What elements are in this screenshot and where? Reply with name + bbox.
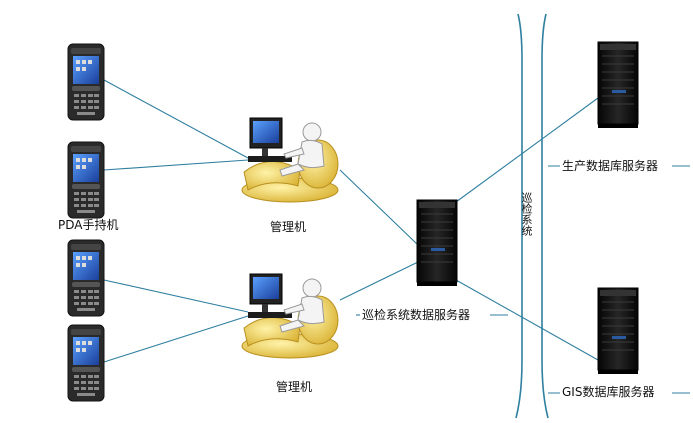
pda-device-1: [67, 43, 105, 121]
link-patrol-server-prod-server: [455, 97, 599, 203]
link-manager2-patrol-server: [339, 261, 419, 301]
pda-device-4: [67, 324, 105, 402]
prod-server-label: 生产数据库服务器: [560, 159, 661, 173]
pda-device-3: [67, 239, 105, 317]
network-bus: [515, 13, 549, 419]
link-pda4-manager2: [103, 315, 249, 363]
network-bus-right: [541, 13, 549, 419]
manager-2-label: 管理机: [276, 380, 313, 394]
network-bus-left: [515, 13, 523, 419]
prod-db-server-tower: [597, 41, 639, 129]
link-pda1-manager1: [103, 79, 249, 159]
link-pda3-manager2: [103, 279, 249, 313]
patrol-server-label: 巡检系统数据服务器: [360, 308, 473, 322]
manager-workstation-1: [241, 117, 339, 203]
link-manager1-patrol-server: [339, 169, 419, 246]
link-pda2-manager1: [103, 159, 249, 171]
pda-device-2: [67, 141, 105, 219]
manager-1-label: 管理机: [270, 220, 307, 234]
gis-db-server-tower: [597, 287, 639, 375]
link-patrol-server-gis-server: [455, 279, 599, 361]
pda-label: PDA手持机: [58, 218, 119, 232]
gis-server-label: GIS数据库服务器: [560, 385, 657, 399]
manager-workstation-2: [241, 273, 339, 359]
connector-lines: [103, 79, 690, 394]
network-label: 巡检系统: [520, 192, 533, 236]
patrol-server-tower: [416, 199, 458, 287]
